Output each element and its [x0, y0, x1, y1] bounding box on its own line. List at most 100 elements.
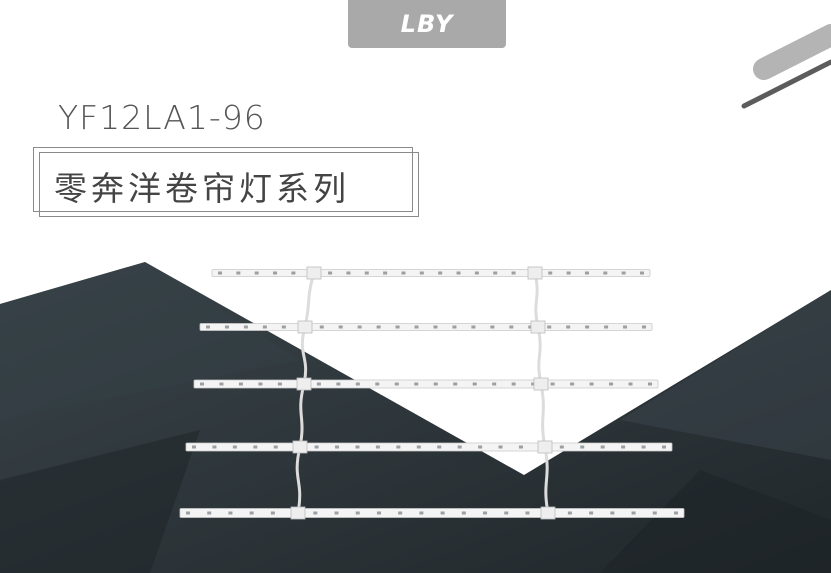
led-chip [433, 382, 438, 386]
led-chip [640, 271, 644, 275]
brand-logo-text: LBY [400, 10, 454, 38]
led-chip [313, 511, 318, 515]
connector-block [296, 377, 312, 391]
led-chip [674, 511, 678, 515]
led-chip [212, 445, 217, 449]
led-chip [528, 325, 533, 329]
led-chip [457, 445, 462, 449]
led-chip [395, 325, 400, 329]
led-chip [584, 271, 589, 275]
connector-block [533, 377, 549, 391]
connector-block [527, 266, 543, 280]
led-chip [218, 271, 222, 275]
product-model: YF12LA1-96 [58, 98, 266, 137]
led-chip [316, 382, 321, 386]
led-chip [456, 271, 461, 275]
led-chip [437, 445, 442, 449]
led-chip [662, 445, 666, 449]
led-chip [452, 325, 457, 329]
led-chip [273, 445, 278, 449]
led-strip-bar [199, 323, 653, 331]
led-chip [236, 271, 241, 275]
led-chip [474, 271, 479, 275]
led-chip [186, 511, 190, 515]
led-chip [492, 382, 497, 386]
led-chip [238, 382, 243, 386]
title-frame-offset [39, 152, 419, 217]
led-chip [355, 382, 360, 386]
led-chip [396, 445, 401, 449]
led-chip [254, 271, 259, 275]
led-chip [509, 325, 514, 329]
led-chip [336, 382, 341, 386]
led-chip [472, 382, 477, 386]
led-chip [291, 271, 296, 275]
led-chip [401, 271, 406, 275]
led-chip [414, 382, 419, 386]
connector-block [297, 320, 313, 334]
led-chip [277, 382, 282, 386]
led-chip [493, 271, 498, 275]
led-chip [623, 325, 628, 329]
led-chip [550, 382, 555, 386]
led-chip [338, 325, 343, 329]
led-chip [192, 445, 196, 449]
dark-facet [0, 430, 200, 573]
connector-block [540, 506, 556, 520]
led-chip [357, 325, 362, 329]
led-chip [604, 325, 609, 329]
led-strip-bar [185, 442, 673, 452]
led-chip [375, 445, 380, 449]
led-chip [525, 511, 530, 515]
led-chip [511, 271, 516, 275]
led-chip [585, 325, 590, 329]
led-chip [461, 511, 466, 515]
led-chip [609, 382, 614, 386]
led-chip [589, 382, 594, 386]
led-chip [376, 325, 381, 329]
led-chip [364, 271, 369, 275]
led-chip [249, 511, 254, 515]
led-chip [652, 511, 657, 515]
led-chip [567, 511, 572, 515]
led-chip [394, 382, 399, 386]
led-chip [580, 445, 585, 449]
led-chip [206, 325, 210, 329]
led-chip [355, 445, 360, 449]
connector-wire [298, 383, 306, 448]
series-title: 零奔洋卷帘灯系列 [54, 169, 350, 208]
led-chip [440, 511, 445, 515]
led-chip [498, 445, 503, 449]
led-chip [228, 511, 233, 515]
led-chip [207, 511, 212, 515]
deco-thick-bar [753, 24, 831, 80]
brand-logo: LBY [348, 0, 506, 48]
led-strip-bar [193, 379, 659, 389]
title-frame [33, 147, 413, 212]
dark-facet [0, 262, 300, 420]
led-chip [566, 325, 571, 329]
led-chip [478, 445, 483, 449]
led-chip [511, 382, 516, 386]
led-chip [416, 445, 421, 449]
connector-block [306, 266, 322, 280]
led-chip [355, 511, 360, 515]
dark-facet [620, 290, 831, 460]
led-chip [648, 382, 652, 386]
led-chip [258, 382, 263, 386]
led-chip [641, 445, 646, 449]
led-chip [504, 511, 509, 515]
led-chip [490, 325, 495, 329]
connector-wire [539, 383, 547, 448]
led-chip [603, 271, 608, 275]
led-strip-bar [211, 269, 651, 277]
led-chip [346, 271, 351, 275]
led-chip [219, 382, 224, 386]
connector-block [292, 440, 308, 454]
led-chip [531, 382, 536, 386]
led-chip [621, 271, 626, 275]
led-chip [419, 271, 424, 275]
connector-wire [536, 326, 543, 385]
led-chip [631, 511, 636, 515]
led-strip-bar [179, 508, 685, 518]
